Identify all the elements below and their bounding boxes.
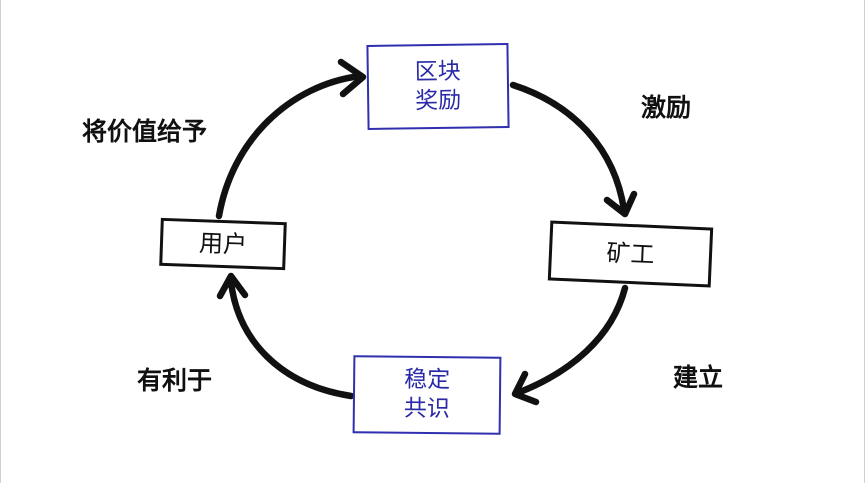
edge-label-incentive: 激励 <box>641 93 692 122</box>
edge-label-give-value: 将价值给予 <box>82 117 208 146</box>
arrowhead-consensus-to-user <box>216 272 249 300</box>
arrowhead-reward-to-miner <box>603 190 638 218</box>
arrowhead-miner-to-consensus <box>511 370 540 406</box>
arrow-miner-to-consensus <box>516 284 629 396</box>
node-consensus: 稳定 共识 <box>352 355 502 435</box>
node-miner-label: 矿工 <box>605 238 656 270</box>
node-block-reward-line-1: 区块 <box>414 58 461 86</box>
arrow-reward-to-miner <box>509 81 628 214</box>
node-miner: 矿工 <box>547 220 714 288</box>
node-block-reward: 区块 奖励 <box>366 43 510 130</box>
arrow-user-to-reward <box>215 72 364 220</box>
arrow-consensus-to-user <box>227 278 355 400</box>
node-block-reward-line-2: 奖励 <box>415 87 462 114</box>
edge-label-beneficial: 有利于 <box>137 366 213 395</box>
node-user: 用户 <box>159 217 287 271</box>
arrowhead-user-to-reward <box>337 58 367 98</box>
node-user-label: 用户 <box>198 229 248 259</box>
node-consensus-line-2: 共识 <box>403 395 450 423</box>
edge-label-establish: 建立 <box>673 363 724 392</box>
node-consensus-line-1: 稳定 <box>404 367 451 394</box>
